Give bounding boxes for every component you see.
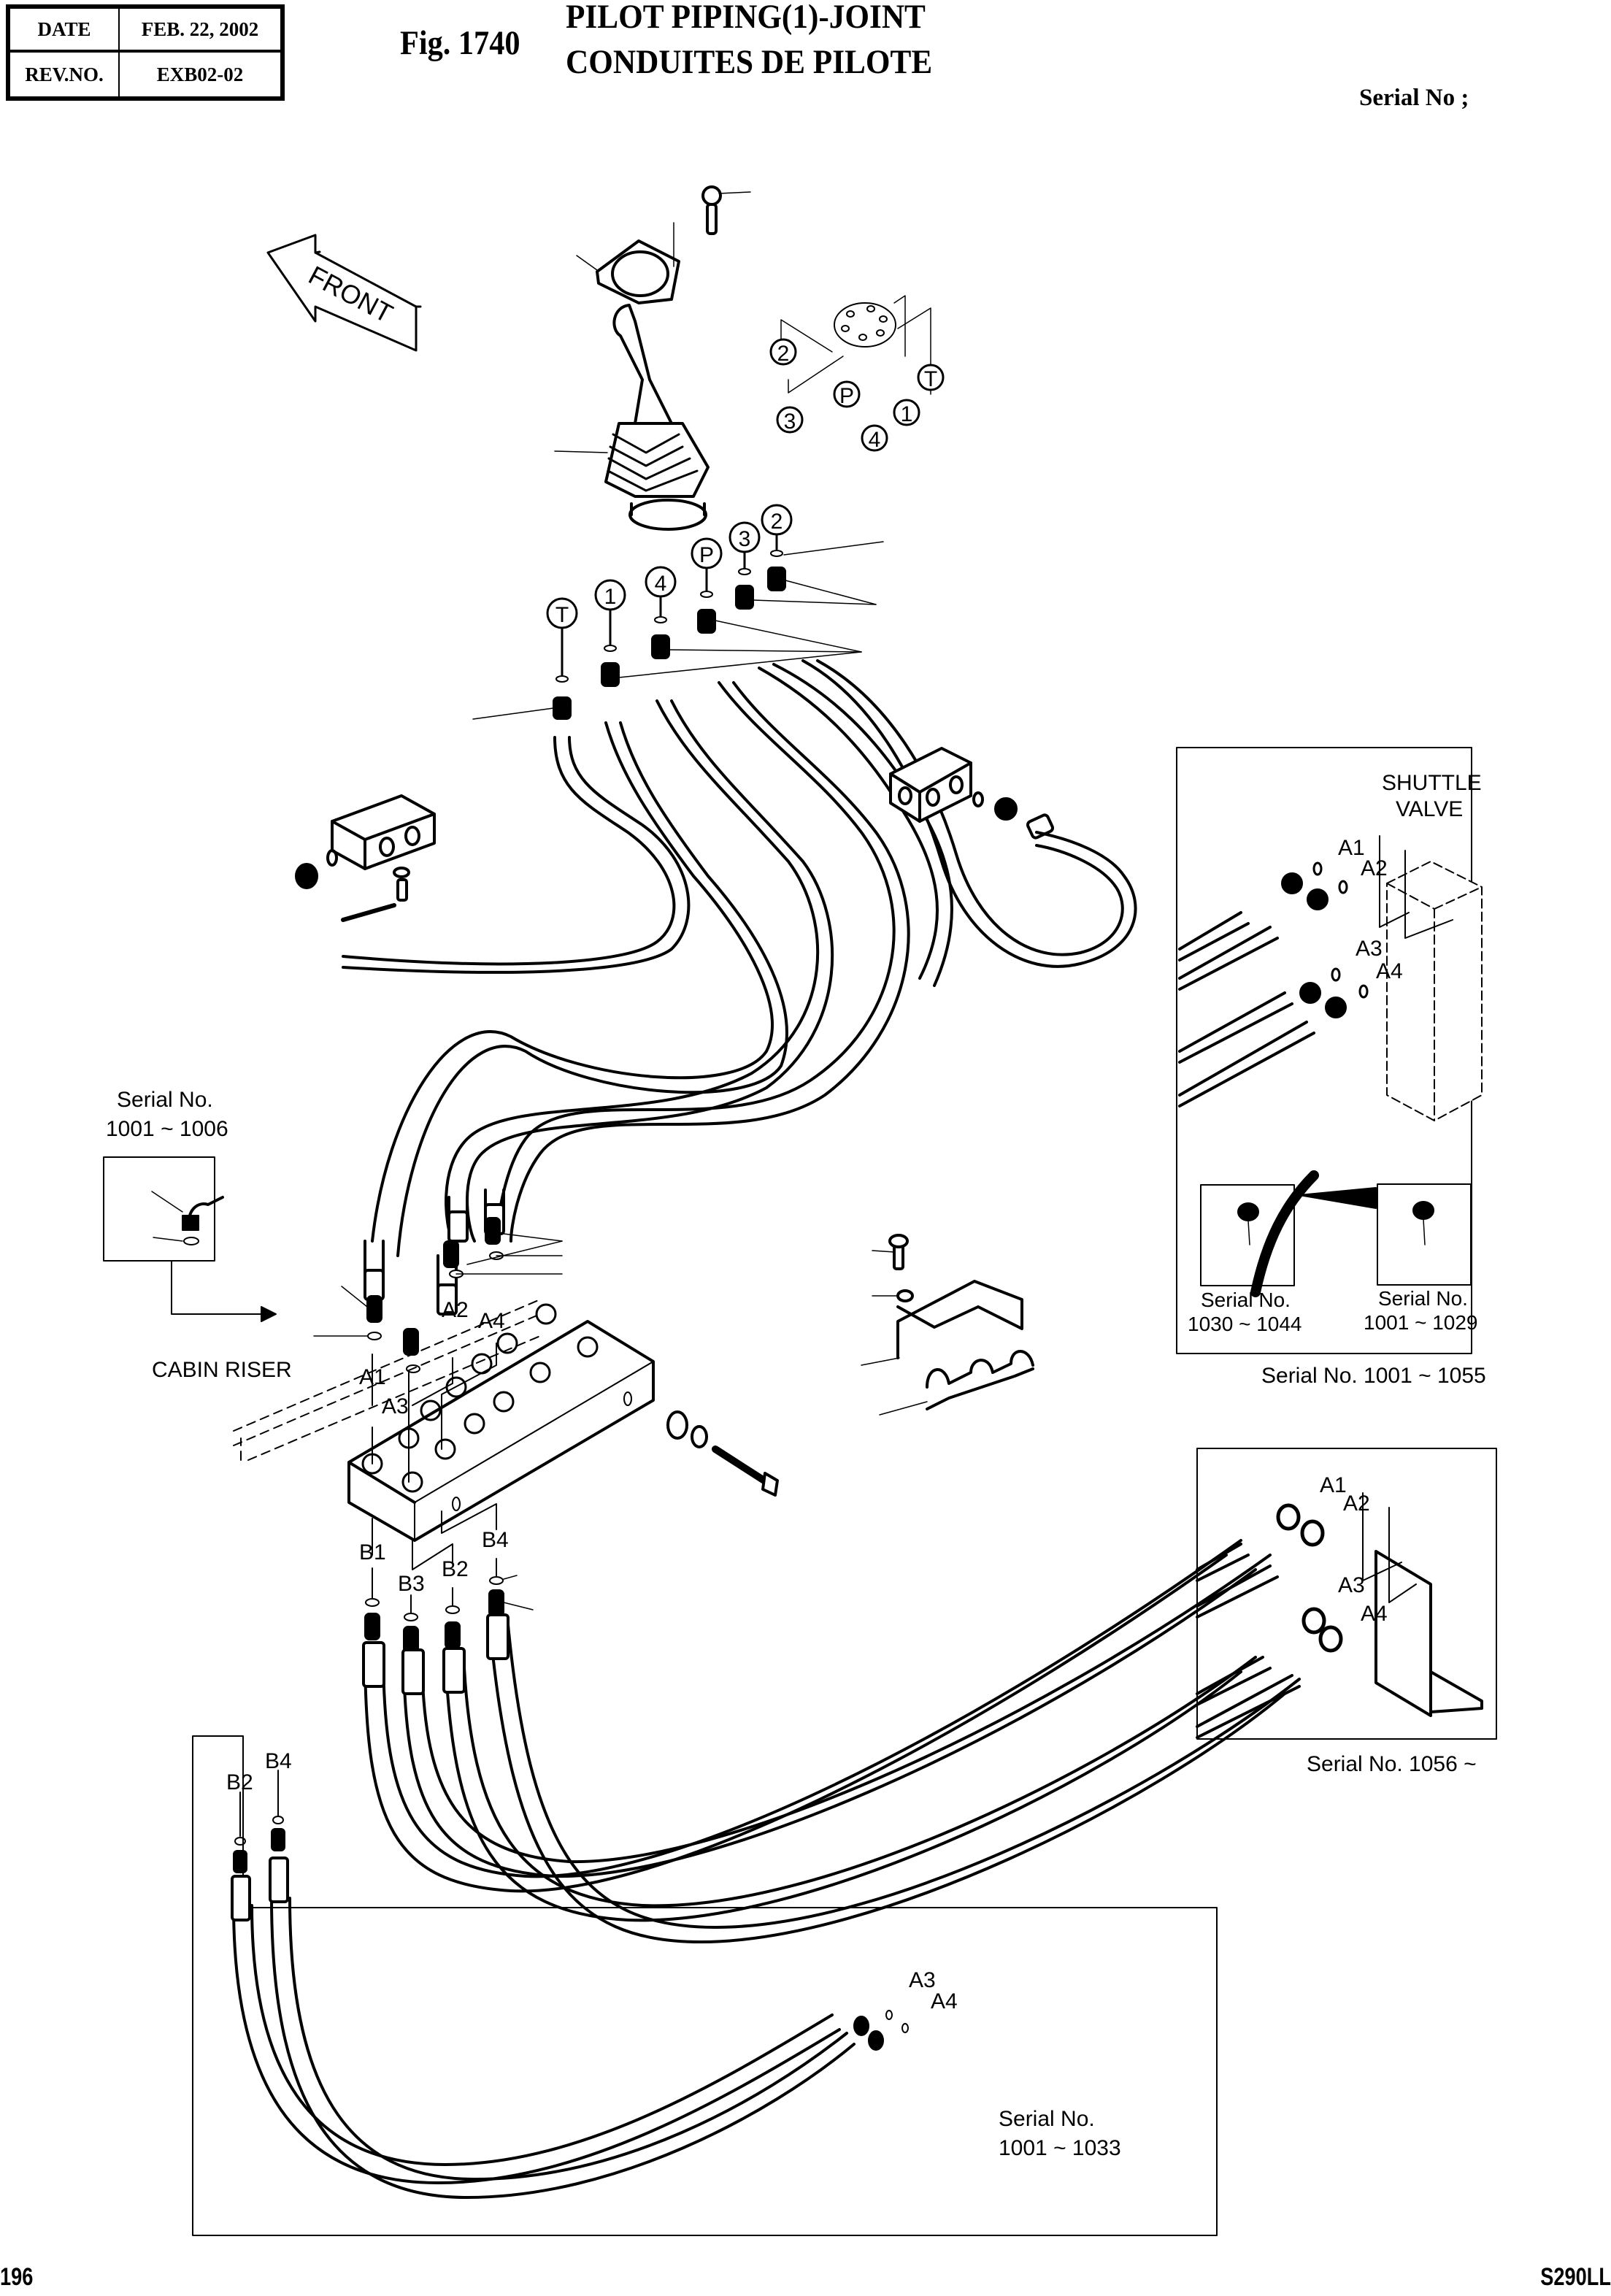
manifold-hoses-upper — [364, 1189, 505, 1316]
lower-port-b4: B4 — [265, 1749, 292, 1773]
date-label: DATE — [10, 9, 120, 53]
manifold-port-b1: B1 — [359, 1540, 386, 1564]
page-title: PILOT PIPING(1)-JOINT — [566, 0, 926, 36]
conn-label-2: 2 — [761, 504, 793, 550]
shuttle-port-a2: A2 — [1361, 856, 1388, 880]
svg-text:3: 3 — [784, 410, 796, 434]
shuttle-port-a3: A3 — [1356, 937, 1383, 961]
page-subtitle: CONDUITES DE PILOTE — [566, 43, 933, 81]
mounting-plate-icon — [576, 222, 680, 304]
manifold-port-b2: B2 — [442, 1557, 469, 1581]
fitting-icons — [553, 550, 786, 720]
manifold-fittings-upper — [366, 1217, 504, 1373]
elbow-inset-frame — [103, 1156, 277, 1322]
bracket-port-a1: A1 — [1320, 1473, 1347, 1497]
bolt-icon — [701, 185, 751, 235]
conn-label-p: P — [691, 537, 723, 593]
svg-text:T: T — [555, 603, 569, 627]
serial-number-heading: Serial No ; — [1359, 85, 1469, 111]
port-plate-labels: 2 3 P 4 1 T — [769, 338, 945, 452]
front-arrow-icon: FRONT — [266, 234, 422, 352]
elbow-serial-line1: Serial No. — [117, 1088, 213, 1112]
shuttle-valve-title-2: VALVE — [1396, 797, 1464, 821]
svg-text:1: 1 — [901, 402, 913, 426]
shuttle-variant-right-2: 1001 ~ 1029 — [1364, 1311, 1478, 1334]
manifold-port-a2: A2 — [442, 1298, 469, 1322]
bracket-port-a2: A2 — [1343, 1491, 1370, 1516]
svg-text:P: P — [699, 543, 714, 567]
port-label-p: P — [833, 380, 861, 408]
conn-label-4: 4 — [645, 566, 677, 618]
shuttle-caption: Serial No. 1001 ~ 1055 — [1261, 1364, 1486, 1388]
lower-port-b2: B2 — [226, 1770, 253, 1794]
bracket-port-a3: A3 — [1338, 1573, 1365, 1597]
bracket-port-a4: A4 — [1361, 1602, 1388, 1626]
shuttle-port-a4: A4 — [1376, 959, 1403, 983]
svg-text:2: 2 — [777, 342, 790, 366]
conn-label-3: 3 — [728, 521, 761, 569]
manifold-port-leaders — [372, 1343, 497, 1614]
long-hose-bundle — [362, 1539, 1301, 1943]
bolt-washer-icons — [666, 1410, 779, 1497]
shuttle-valve-inset-frame — [1176, 747, 1483, 1354]
shuttle-variant-left-2: 1030 ~ 1044 — [1188, 1313, 1302, 1335]
lower-hoses-inset-frame — [192, 1735, 1218, 2236]
lower-port-a4: A4 — [931, 1989, 958, 2013]
cabin-riser-outline — [233, 1299, 541, 1461]
manifold-port-a1: A1 — [359, 1365, 386, 1389]
port-label-1: 1 — [893, 399, 920, 426]
manifold-port-a3: A3 — [382, 1394, 409, 1418]
shuttle-variant-left-1: Serial No. — [1201, 1289, 1291, 1311]
shuttle-valve-title-1: SHUTTLE — [1382, 771, 1482, 795]
port-label-t: T — [917, 364, 945, 391]
svg-text:1: 1 — [604, 585, 617, 609]
pilot-manifold-block-icon — [347, 1303, 655, 1542]
conn-label-1: 1 — [594, 579, 626, 648]
port-label-3: 3 — [776, 406, 804, 434]
manifold-port-b3: B3 — [398, 1572, 425, 1596]
lower-caption-2: 1001 ~ 1033 — [999, 2136, 1121, 2160]
manifold-fittings-lower — [364, 1575, 534, 1654]
cabin-riser-label: CABIN RISER — [152, 1358, 292, 1382]
connector-port-labels: T 1 4 P 3 2 — [546, 504, 793, 677]
revision-table: DATE FEB. 22, 2002 REV.NO. EXB02-02 — [6, 4, 285, 101]
date-value: FEB. 22, 2002 — [120, 9, 280, 53]
lower-port-a3: A3 — [909, 1968, 936, 1992]
port-label-4: 4 — [861, 424, 888, 452]
port-plate-icon — [780, 295, 931, 395]
page-number: 196 — [0, 2263, 34, 2291]
pilot-hose-bundle — [342, 659, 1137, 1257]
lower-caption-1: Serial No. — [999, 2107, 1095, 2131]
svg-text:4: 4 — [655, 572, 667, 596]
shuttle-port-a1: A1 — [1338, 836, 1365, 860]
elbow-serial-line2: 1001 ~ 1006 — [106, 1117, 228, 1141]
svg-text:P: P — [839, 384, 854, 408]
svg-text:3: 3 — [739, 527, 751, 551]
leader-lines — [472, 541, 884, 720]
manifold-leader-lines — [313, 1233, 563, 1337]
clamp-bracket-icon — [861, 1234, 1034, 1416]
rev-label: REV.NO. — [10, 53, 120, 96]
bracket-caption: Serial No. 1056 ~ — [1307, 1752, 1477, 1776]
shuttle-variant-right-1: Serial No. — [1378, 1287, 1468, 1310]
conn-label-t: T — [546, 597, 578, 677]
figure-number: Fig. 1740 — [400, 24, 520, 62]
manifold-port-a4: A4 — [478, 1309, 505, 1333]
right-connector-block-icon — [889, 747, 1055, 840]
port-label-2: 2 — [769, 338, 797, 366]
bracket-inset-frame — [1196, 1448, 1497, 1740]
rev-value: EXB02-02 — [156, 63, 244, 85]
model-number: S290LL — [1540, 2263, 1611, 2291]
svg-text:2: 2 — [771, 510, 783, 534]
manifold-port-b4: B4 — [482, 1528, 509, 1552]
svg-text:T: T — [924, 367, 937, 391]
joystick-lever-icon — [554, 304, 710, 531]
svg-text:4: 4 — [869, 428, 881, 452]
left-connector-block-icon — [295, 794, 436, 922]
